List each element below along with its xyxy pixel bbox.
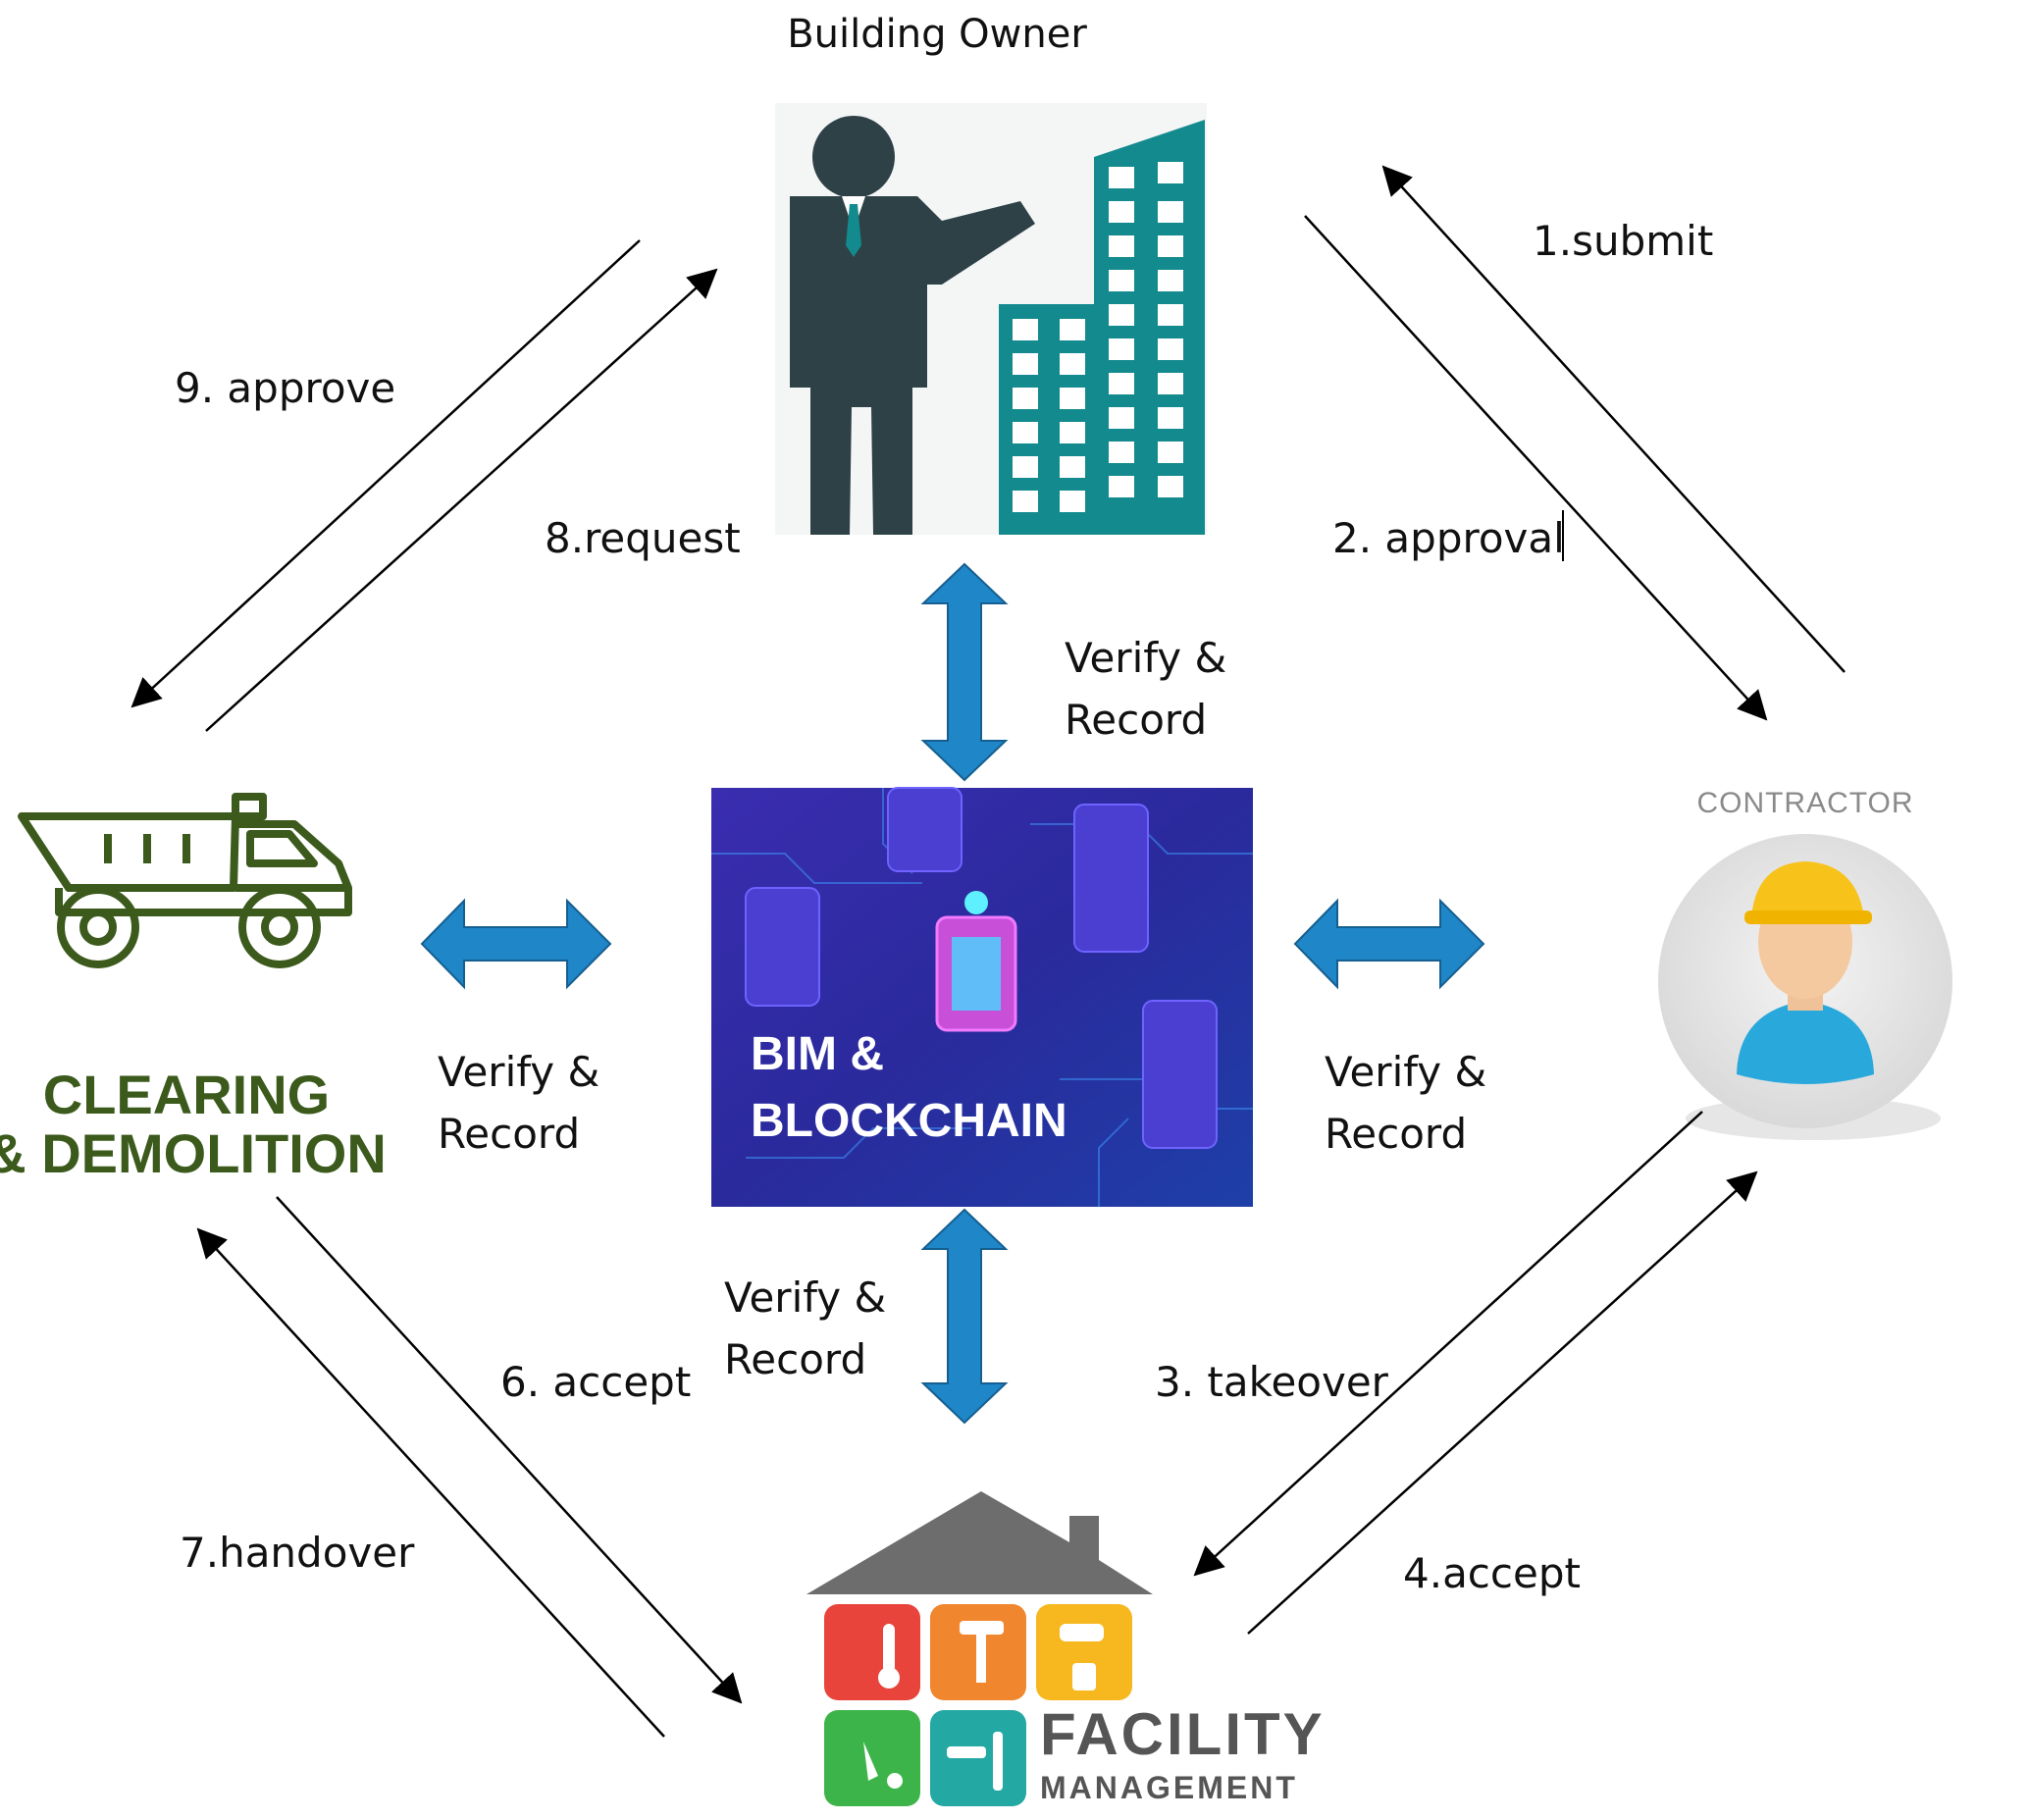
facility-title-line1: FACILITY bbox=[1040, 1701, 1326, 1767]
left-double-arrow bbox=[420, 898, 612, 990]
blockchain-title-line1: BIM & bbox=[751, 1028, 884, 1080]
handover-arrow bbox=[196, 1227, 665, 1738]
thermometer-tile bbox=[824, 1604, 920, 1700]
approve-arrow bbox=[130, 239, 641, 708]
verify-bottom-line1: Verify & bbox=[724, 1274, 886, 1322]
facility-management-logo: FACILITY MANAGEMENT bbox=[806, 1491, 1326, 1806]
right-double-arrow bbox=[1293, 898, 1485, 990]
contractor-title: CONTRACTOR bbox=[1696, 787, 1913, 819]
verify-top-line2: Record bbox=[1065, 696, 1207, 744]
takeover-arrow bbox=[1193, 1111, 1703, 1577]
building-owner-icon bbox=[775, 103, 1207, 535]
verify-right-line1: Verify & bbox=[1325, 1048, 1486, 1096]
demolition-title-line1: CLEARING bbox=[43, 1064, 330, 1125]
verify-bottom-line2: Record bbox=[724, 1335, 866, 1383]
label-accept-6: 6. accept bbox=[500, 1358, 691, 1406]
building-windows bbox=[1013, 162, 1183, 512]
label-approve: 9. approve bbox=[175, 364, 395, 412]
verify-left-line1: Verify & bbox=[438, 1048, 599, 1096]
blockchain-title-line2: BLOCKCHAIN bbox=[751, 1095, 1067, 1147]
submit-arrow bbox=[1381, 165, 1846, 673]
verify-left-line2: Record bbox=[438, 1110, 580, 1158]
verify-right-line2: Record bbox=[1325, 1110, 1467, 1158]
label-accept-4: 4.accept bbox=[1403, 1549, 1581, 1597]
dump-truck-icon bbox=[18, 793, 352, 968]
top-double-arrow bbox=[920, 562, 1009, 782]
verify-top-line1: Verify & bbox=[1065, 634, 1226, 682]
bottom-double-arrow bbox=[920, 1208, 1009, 1425]
demolition-title-line2: & DEMOLITION bbox=[0, 1122, 387, 1184]
request-arrow bbox=[205, 268, 718, 732]
accept-6-arrow bbox=[276, 1196, 743, 1704]
label-approval: 2. approval bbox=[1332, 514, 1565, 562]
label-request: 8.request bbox=[545, 514, 741, 562]
label-submit: 1.submit bbox=[1533, 217, 1713, 265]
contractor-icon bbox=[1658, 834, 1952, 1140]
label-takeover: 3. takeover bbox=[1155, 1358, 1389, 1406]
approval-arrow bbox=[1304, 215, 1768, 721]
facility-title-line2: MANAGEMENT bbox=[1040, 1770, 1298, 1805]
blockchain-image: BIM & BLOCKCHAIN bbox=[711, 787, 1253, 1207]
verify-arrows bbox=[420, 562, 1485, 1425]
label-handover: 7.handover bbox=[180, 1529, 415, 1577]
accept-4-arrow bbox=[1247, 1170, 1758, 1635]
garden-tile bbox=[824, 1710, 920, 1806]
building-owner-title: Building Owner bbox=[787, 12, 1087, 57]
